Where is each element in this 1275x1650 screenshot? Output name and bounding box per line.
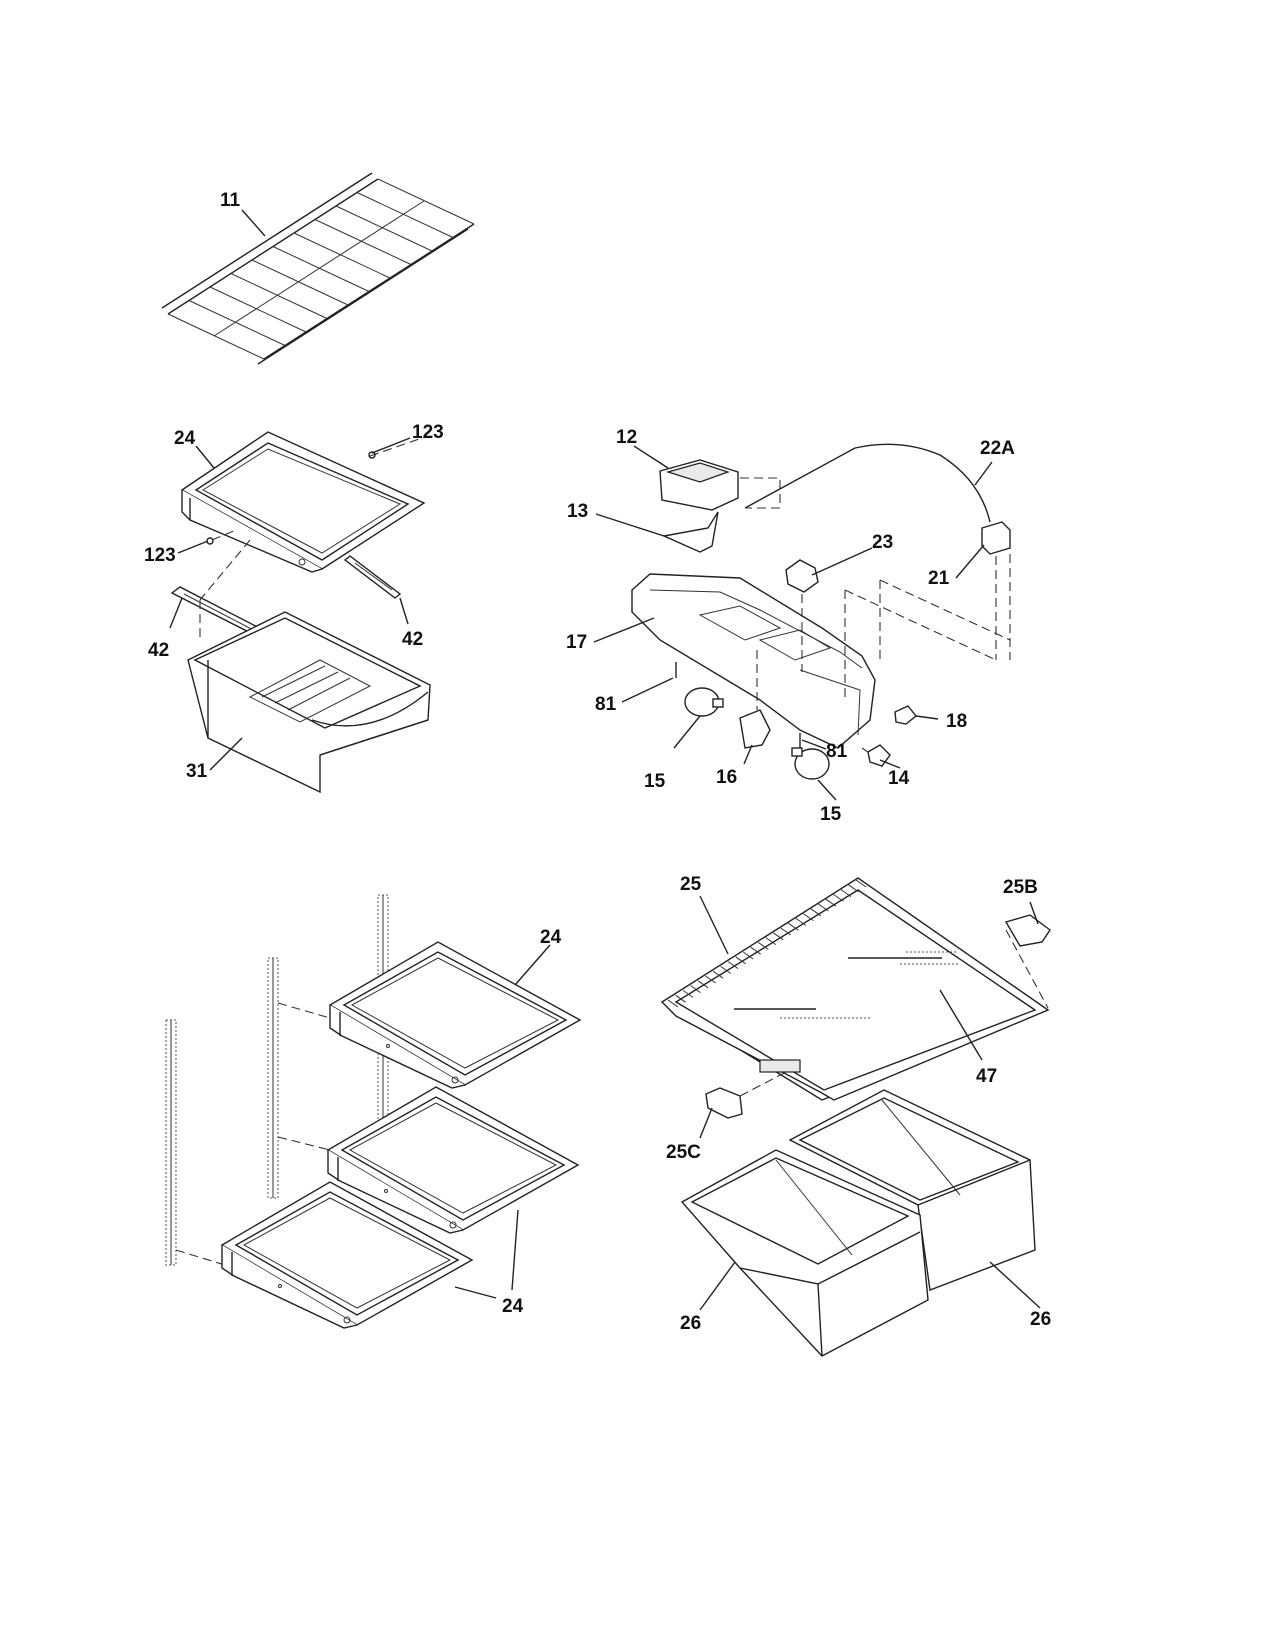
shelf-rung [251,259,349,306]
part-label-123: 123 [412,422,444,443]
cover-vent-slat [780,927,792,936]
crisper-drawers-lower [680,1089,1036,1357]
part-label-123: 123 [144,545,176,566]
cantilever-glass-shelf [328,941,582,1089]
part-label-42: 42 [402,629,423,650]
cover-vent-slat [735,956,746,965]
part-label-14: 14 [888,768,910,789]
cover-vent-slat [682,989,694,998]
part-label-24: 24 [174,428,196,449]
part-label-15: 15 [820,804,842,825]
part-label-26: 26 [1030,1309,1051,1330]
cover-vent-slat [772,932,784,941]
cover-vent-slat [848,884,859,893]
part-label-12: 12 [616,427,637,448]
shelf-rung [293,232,391,279]
part-labels: 11 24 123 123 42 42 31 12 13 22A 23 21 1… [144,190,1051,1334]
part-label-24: 24 [502,1296,524,1317]
part-label-16: 16 [716,767,737,788]
cover-vent-slat [750,946,762,955]
part-label-22A: 22A [980,438,1015,459]
cover-vent-slat [757,941,769,950]
crisper-cover-assembly [660,877,1051,1119]
cover-vent-slat [712,970,724,979]
leader-lines [169,209,1041,1311]
shelf-rung [335,205,433,252]
glass-shelf-upper [180,431,426,599]
cover-vent-slat [697,980,709,989]
shelf-rung [230,273,328,319]
cantilever-glass-shelf [326,1086,580,1234]
part-label-15: 15 [644,771,666,792]
cover-vent-slat [742,951,754,960]
part-label-23: 23 [872,532,893,553]
shelf-rung [167,313,265,360]
control-housing-assembly [631,443,1011,780]
part-label-25: 25 [680,874,702,895]
part-label-81: 81 [826,741,848,762]
part-label-17: 17 [566,632,587,653]
part-label-11: 11 [220,190,241,211]
crisper-upper [170,539,431,794]
cover-vent-slat [840,889,852,898]
cover-vent-slat [765,937,777,946]
cover-vent-slat [675,994,686,1003]
cover-vent-slat [788,922,799,931]
part-label-18: 18 [946,711,967,732]
cover-vent-slat [833,893,844,902]
part-label-21: 21 [928,568,950,589]
shelf-rung [272,246,370,292]
part-label-31: 31 [186,761,208,782]
wire-shelf [161,172,475,365]
cover-vent-slat [810,908,822,917]
shelf-rung [209,286,307,333]
part-label-13: 13 [567,501,588,522]
part-label-24: 24 [540,927,562,948]
cover-vent-slat [720,965,731,974]
part-label-81: 81 [595,694,617,715]
cover-vent-slat [690,985,701,994]
cantilever-glass-shelf [220,1181,474,1329]
shelf-rung [314,219,412,265]
part-label-42: 42 [148,640,169,661]
shelf-rung [356,192,454,238]
cover-vent-slat [727,961,739,970]
part-label-25C: 25C [666,1142,701,1163]
shelf-rung [188,300,286,346]
cover-vent-slat [855,879,867,888]
part-label-26: 26 [680,1313,701,1334]
cover-vent-slat [705,975,716,984]
cover-vent-slat [825,898,837,907]
part-label-47: 47 [976,1066,997,1087]
shelf-rung [377,178,475,225]
cover-vent-slat [795,917,807,926]
cover-vent-slat [803,913,814,922]
cover-vent-slat [818,903,829,912]
part-label-25B: 25B [1003,877,1038,898]
cover-vent-slat [667,999,679,1008]
